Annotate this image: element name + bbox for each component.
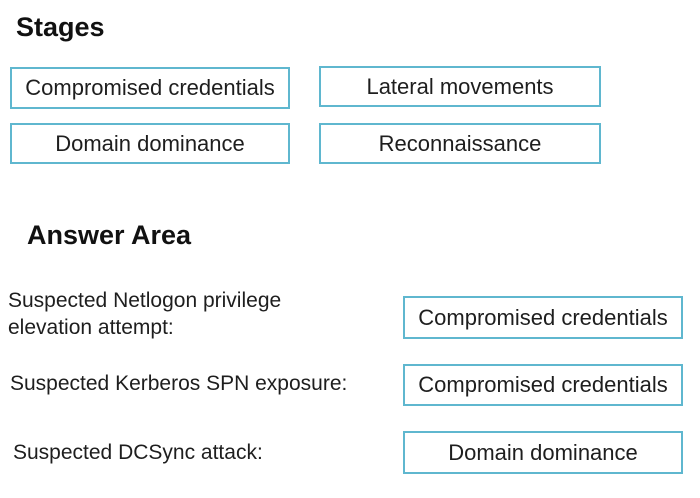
stage-tile-domain-dominance[interactable]: Domain dominance [10, 123, 290, 164]
alert-label-netlogon: Suspected Netlogon privilege elevation a… [8, 289, 282, 339]
alert-label-kerberos-spn: Suspected Kerberos SPN exposure: [10, 372, 348, 395]
answer-box-kerberos-spn[interactable]: Compromised credentials [403, 364, 683, 406]
stage-tile-compromised-credentials[interactable]: Compromised credentials [10, 67, 290, 109]
alert-label-dcsync: Suspected DCSync attack: [13, 441, 263, 464]
answer-box-dcsync[interactable]: Domain dominance [403, 431, 683, 474]
answer-area-heading: Answer Area [27, 220, 192, 250]
stage-tile-lateral-movements[interactable]: Lateral movements [319, 66, 601, 107]
stage-tile-reconnaissance[interactable]: Reconnaissance [319, 123, 601, 164]
stages-heading: Stages [16, 12, 105, 42]
answer-box-netlogon[interactable]: Compromised credentials [403, 296, 683, 339]
